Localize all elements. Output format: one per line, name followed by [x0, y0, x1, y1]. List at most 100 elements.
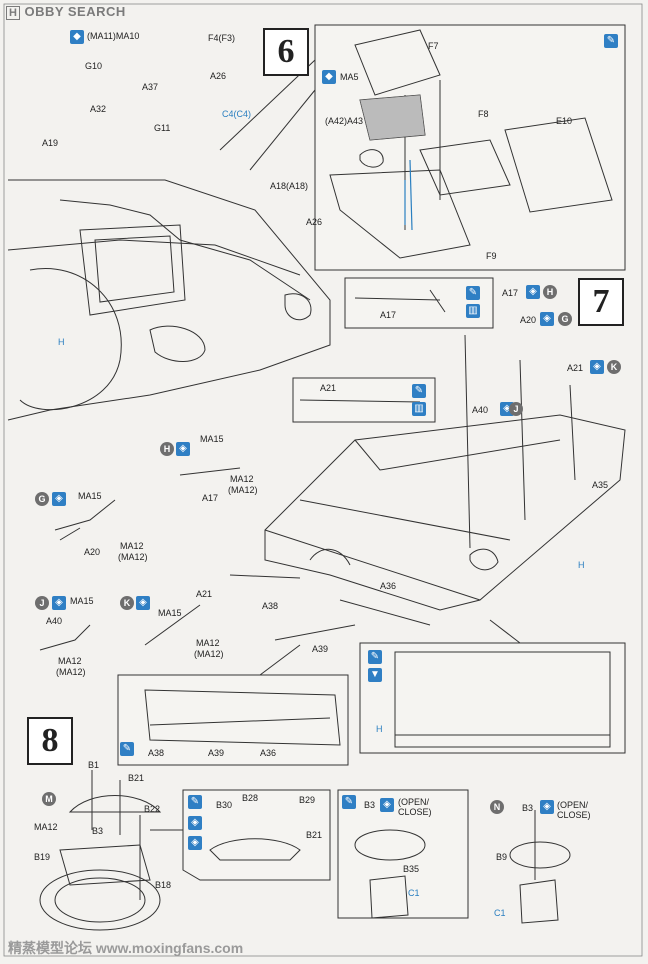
- part-label: B21: [306, 830, 323, 840]
- subassembly-h-circle: H: [543, 285, 557, 299]
- part-label: A26: [210, 71, 227, 81]
- brush-icon: ✎: [342, 795, 356, 809]
- part-label: A18(A18): [270, 181, 309, 191]
- part-label: B18: [155, 880, 172, 890]
- subassembly-k-circle: K: [607, 360, 621, 374]
- assembly-icon: ◈: [188, 836, 202, 850]
- part-label: B35: [403, 864, 420, 874]
- logo-box: H: [6, 6, 21, 20]
- part-label: F4(F3): [208, 33, 235, 43]
- part-label: F8: [478, 109, 489, 119]
- part-label: A21: [567, 363, 584, 373]
- part-label: B28: [242, 793, 259, 803]
- part-label: MA12: [120, 541, 144, 551]
- part-label: A20: [520, 315, 537, 325]
- part-label: B30: [216, 800, 233, 810]
- assembly-icon: ◈: [52, 596, 66, 610]
- part-label: A39: [312, 644, 329, 654]
- assembly-icon: ◈: [526, 285, 540, 299]
- brush-icon: ✎: [188, 795, 202, 809]
- brush-icon: ✎: [120, 742, 134, 756]
- part-label: MA12: [34, 822, 58, 832]
- part-label: A26: [306, 217, 323, 227]
- part-label: (A42)A43: [325, 116, 364, 126]
- part-label: A17: [202, 493, 219, 503]
- subassembly-g-circle: G: [558, 312, 572, 326]
- part-label: (MA12): [228, 485, 258, 495]
- part-label: A19: [42, 138, 59, 148]
- brush-icon: ✎: [368, 650, 382, 664]
- part-label: A17: [502, 288, 519, 298]
- part-label: G10: [85, 61, 103, 71]
- part-label: A21: [196, 589, 213, 599]
- paint-label: C1: [408, 888, 420, 898]
- paint-icon: ◆: [322, 70, 336, 84]
- part-label: B22: [144, 804, 161, 814]
- part-label: B21: [128, 773, 145, 783]
- assembly-icon: ◈: [136, 596, 150, 610]
- part-label: A38: [148, 748, 165, 758]
- hull-label: H: [58, 337, 65, 347]
- part-label: A32: [90, 104, 107, 114]
- brush-icon: ▥: [412, 402, 426, 416]
- assembly-icon: ◈: [590, 360, 604, 374]
- part-label: (MA11)MA10: [87, 31, 140, 41]
- part-label: MA12: [196, 638, 220, 648]
- part-label: A21: [320, 383, 337, 393]
- hull-label: H: [376, 724, 383, 734]
- part-label: G11: [154, 123, 171, 133]
- part-label: A38: [262, 601, 279, 611]
- part-label: MA15: [200, 434, 224, 444]
- part-label: MA15: [158, 608, 182, 618]
- part-label: B19: [34, 852, 51, 862]
- filter-icon: ▼: [368, 668, 382, 682]
- subassembly-n-circle: N: [490, 800, 504, 814]
- part-label: MA12: [58, 656, 82, 666]
- brush-icon: ✎: [412, 384, 426, 398]
- part-label: E10: [556, 116, 573, 126]
- part-label: MA15: [78, 491, 102, 501]
- brush-icon: ✎: [604, 34, 618, 48]
- assembly-icon: ◈: [540, 800, 554, 814]
- part-label: A36: [380, 581, 397, 591]
- part-label: (MA12): [56, 667, 86, 677]
- part-label: B3: [364, 800, 376, 810]
- part-label: CLOSE): [557, 810, 591, 820]
- part-label: B9: [496, 852, 508, 862]
- part-label: B3: [522, 803, 534, 813]
- part-label: A39: [208, 748, 225, 758]
- subassembly-k-circle: K: [120, 596, 134, 610]
- part-label: A37: [142, 82, 159, 92]
- part-label: A35: [592, 480, 609, 490]
- assembly-icon: ◈: [52, 492, 66, 506]
- hull-label: H: [578, 560, 585, 570]
- logo-text: OBBY SEARCH: [24, 4, 126, 19]
- subassembly-j-circle: J: [509, 402, 523, 416]
- paint-icon: ◆: [70, 30, 84, 44]
- part-label: A20: [84, 547, 101, 557]
- step-7-number: 7: [578, 278, 624, 326]
- part-label: B1: [88, 760, 100, 770]
- brush-icon: ▥: [466, 304, 480, 318]
- part-label: (MA12): [194, 649, 224, 659]
- part-label: A40: [472, 405, 489, 415]
- step-6-number: 6: [263, 28, 309, 76]
- paint-label: C4(C4): [222, 109, 252, 119]
- assembly-icon: ◈: [188, 816, 202, 830]
- assembly-icon: ◈: [540, 312, 554, 326]
- part-label: A40: [46, 616, 63, 626]
- brush-icon: ✎: [466, 286, 480, 300]
- part-label: A17: [380, 310, 397, 320]
- part-label: (OPEN/: [557, 800, 589, 810]
- part-label: B29: [299, 795, 316, 805]
- part-label: (OPEN/: [398, 797, 430, 807]
- part-label: CLOSE): [398, 807, 432, 817]
- part-label: MA5: [340, 72, 359, 82]
- subassembly-g-circle: G: [35, 492, 49, 506]
- subassembly-h-circle: H: [160, 442, 174, 456]
- part-label: MA12: [230, 474, 254, 484]
- paint-label: C1: [494, 908, 506, 918]
